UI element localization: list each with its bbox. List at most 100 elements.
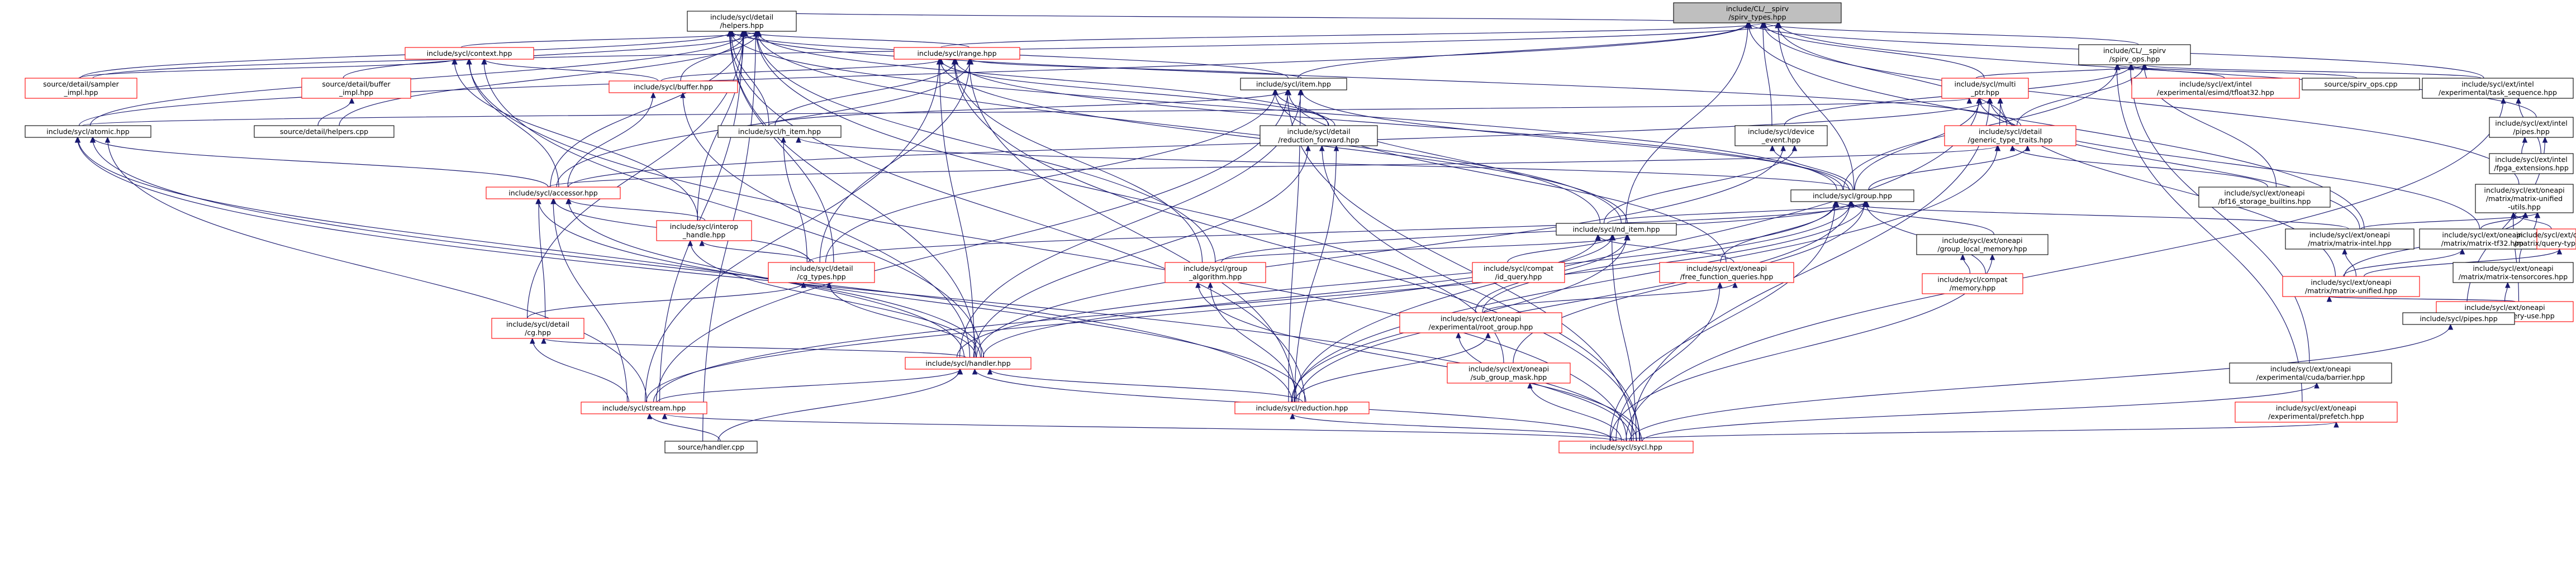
dependency-edge [2116,64,2303,403]
arrowhead-icon [957,368,963,375]
dependency-edge [690,240,981,358]
node-label-line: include/sycl/ext/oneapi [2442,231,2522,239]
node-box [2489,117,2574,138]
arrowhead-icon [1791,145,1798,151]
graph-node-cuda-barrier[interactable]: include/sycl/ext/oneapi/experimental/cud… [2229,362,2392,384]
arrowhead-icon [1527,382,1533,389]
graph-node-cg-types[interactable]: include/sycl/detail/cg_types.hpp [768,262,875,283]
dependency-edge [1287,89,1601,224]
dependency-edge [77,137,985,358]
graph-node-handler[interactable]: include/sycl/handler.hpp [905,357,1032,370]
node-label-line: /sub_group_mask.hpp [1471,373,1547,381]
graph-node-context[interactable]: include/sycl/context.hpp [405,47,534,60]
graph-node-reduction[interactable]: include/sycl/reduction.hpp [1234,402,1370,414]
node-box [1659,262,1794,283]
graph-node-helpers-cpp[interactable]: source/detail/helpers.cpp [254,125,395,138]
graph-node-handler-cpp[interactable]: source/handler.cpp [664,441,758,453]
graph-node-accessor[interactable]: include/sycl/accessor.hpp [486,187,621,199]
arrowhead-icon [2516,97,2521,104]
node-box [2489,153,2574,174]
graph-node-root-group[interactable]: include/sycl/ext/oneapi/experimental/roo… [1399,312,1562,333]
node-label-line: include/sycl/ext/intel [2495,119,2567,127]
arrowhead-icon [1485,332,1491,338]
graph-node-sampler-impl[interactable]: source/detail/sampler_impl.hpp [25,78,137,99]
graph-node-matrix-unified-utils[interactable]: include/sycl/ext/oneapi/matrix/matrix-un… [2475,184,2574,213]
graph-node-compat-memory[interactable]: include/sycl/compat/memory.hpp [1922,273,2023,294]
graph-node-multi-ptr[interactable]: include/sycl/multi_ptr.hpp [1941,78,2029,99]
graph-node-matrix-intel[interactable]: include/sycl/ext/oneapi/matrix/matrix-in… [2285,228,2415,250]
arrowhead-icon [2009,145,2016,151]
arrowhead-icon [1297,89,1303,95]
node-box [893,47,1020,60]
node-label-line: _event.hpp [1761,136,1801,144]
arrowhead-icon [2459,248,2465,255]
dependency-edge [1275,89,1329,126]
graph-node-h-item[interactable]: include/sycl/h_item.hpp [717,125,842,138]
node-label-line: _algorithm.hpp [1189,273,1242,281]
graph-node-query-types[interactable]: include/sycl/ext/oneapi/matrix/query-typ… [2514,228,2576,250]
graph-node-pipes[interactable]: include/sycl/pipes.hpp [2402,312,2515,325]
graph-node-free-function-queries[interactable]: include/sycl/ext/oneapi/free_function_qu… [1659,262,1794,283]
graph-node-spirv-ops[interactable]: include/CL/__spirv/spirv_ops.hpp [2078,44,2191,65]
graph-node-atomic[interactable]: include/sycl/atomic.hpp [25,125,151,138]
graph-node-id-query[interactable]: include/sycl/compat/id_query.hpp [1472,262,1565,283]
graph-node-sub-group-mask[interactable]: include/sycl/ext/oneapi/sub_group_mask.h… [1447,362,1571,384]
node-box [1944,125,2076,146]
graph-node-item[interactable]: include/sycl/item.hpp [1240,78,1347,90]
graph-node-sycl[interactable]: include/sycl/sycl.hpp [1558,441,1694,453]
graph-node-esimd-df32[interactable]: include/sycl/ext/intel/experimental/esim… [2131,78,2300,99]
graph-node-group-algorithm[interactable]: include/sycl/group_algorithm.hpp [1165,262,1266,283]
graph-node-matrix-tensorcores[interactable]: include/sycl/ext/oneapi/matrix/matrix-te… [2453,262,2574,283]
graph-node-buffer[interactable]: include/sycl/buffer.hpp [609,80,738,93]
node-box [1922,273,2023,294]
dependency-edge [1975,64,2146,79]
arrowhead-icon [2127,64,2133,70]
graph-node-group[interactable]: include/sycl/group.hpp [1790,189,1914,202]
graph-node-bf16-builtins[interactable]: include/sycl/ext/oneapi/bf16_storage_bui… [2198,187,2331,208]
arrowhead-icon [1775,22,1780,28]
graph-node-root[interactable]: include/CL/__spirv/spirv_types.hpp [1673,2,1842,23]
dependency-edge [1598,235,1734,263]
node-label-line: include/sycl/ext/intel [2461,80,2534,88]
graph-node-fpga-extensions[interactable]: include/sycl/ext/intel/fpga_extensions.h… [2489,153,2574,174]
dependency-edge [729,31,977,358]
node-label-line: include/sycl/stream.hpp [602,404,686,412]
graph-node-task-sequence[interactable]: include/sycl/ext/intel/experimental/task… [2422,78,2574,99]
arrowhead-icon [2534,212,2540,218]
graph-node-group-local-memory[interactable]: include/sycl/ext/oneapi/group_local_memo… [1916,234,2049,255]
graph-node-reduction-forward[interactable]: include/sycl/detail/reduction_forward.hp… [1260,125,1378,146]
graph-node-range[interactable]: include/sycl/range.hpp [893,47,1020,60]
node-label-line: include/sycl/detail [790,264,853,273]
node-label-line: include/sycl/ext/oneapi [2311,278,2391,286]
dependency-edge [1777,22,2008,126]
arrowhead-icon [826,281,832,288]
node-box [1447,362,1571,384]
graph-node-spirv-ops-cpp[interactable]: source/spirv_ops.cpp [2302,78,2420,90]
graph-node-pipes-intel[interactable]: include/sycl/ext/intel/pipes.hpp [2489,117,2574,138]
dependency-edge [1615,282,1720,442]
node-box [1790,189,1914,202]
node-box [405,47,534,60]
arrowhead-icon [2510,212,2516,218]
dependency-edge [757,31,1622,224]
node-label-line: /fpga_extensions.hpp [2494,164,2569,172]
arrowhead-icon [2024,145,2031,151]
node-label-line: include/sycl/multi [1955,80,2016,88]
arrowhead-icon [1997,97,2003,104]
graph-node-interop-handle[interactable]: include/sycl/interop_handle.hpp [656,220,752,241]
graph-node-prefetch[interactable]: include/sycl/ext/oneapi/experimental/pre… [2235,402,2398,423]
arrowhead-icon [565,198,571,204]
dependency-edge [82,98,1970,126]
graph-node-stream[interactable]: include/sycl/stream.hpp [581,402,707,414]
graph-node-matrix-unified[interactable]: include/sycl/ext/oneapi/matrix/matrix-un… [2282,276,2420,297]
graph-node-cg[interactable]: include/sycl/detail/cg.hpp [491,318,584,339]
dependency-edge [989,369,1303,403]
graph-node-helpers[interactable]: include/sycl/detail/helpers.hpp [687,11,797,32]
graph-node-device-event[interactable]: include/sycl/device_event.hpp [1734,125,1828,146]
arrowhead-icon [1333,145,1339,151]
graph-node-nd-item[interactable]: include/sycl/nd_item.hpp [1556,223,1677,236]
graph-node-buffer-impl[interactable]: source/detail/buffer_impl.hpp [301,78,411,99]
graph-node-generic-type-traits[interactable]: include/sycl/detail/generic_type_traits.… [1944,125,2076,146]
dependency-edge [1458,332,1632,442]
arrowhead-icon [936,58,942,65]
